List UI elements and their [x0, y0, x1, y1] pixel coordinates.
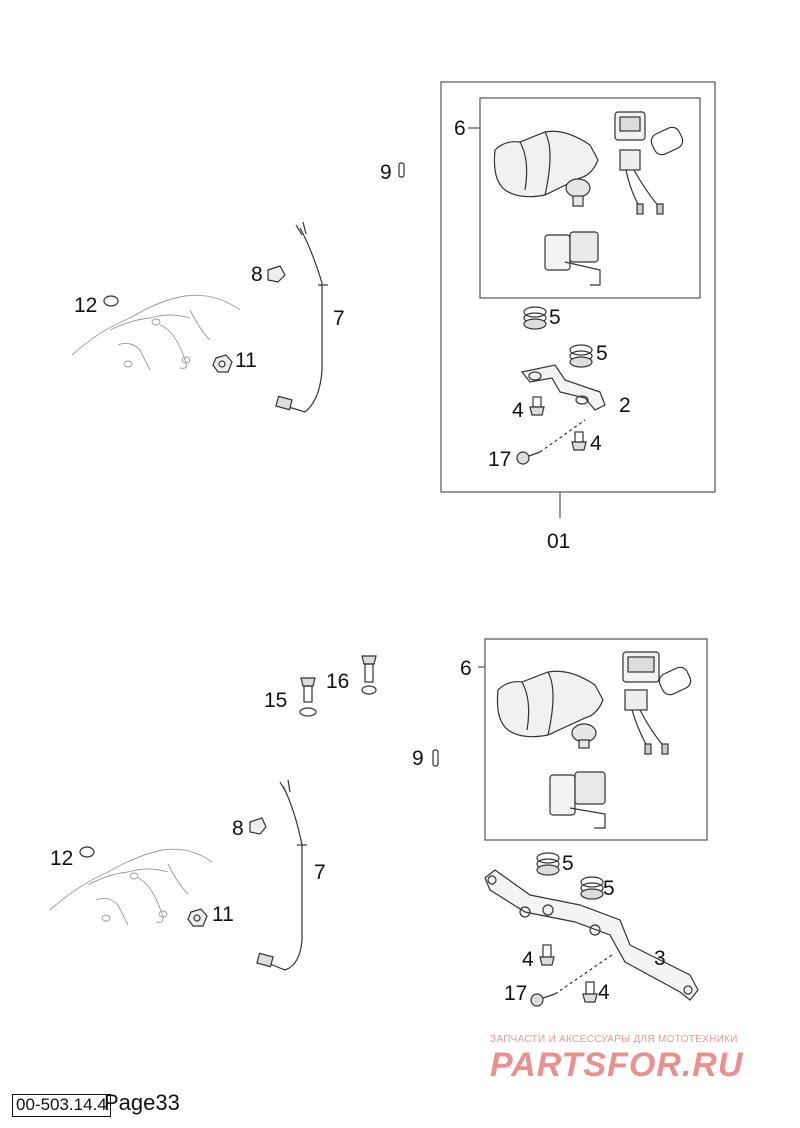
frame-outline-top — [71, 294, 241, 371]
label-part-5: 5 — [603, 877, 615, 900]
label-part-4: 4 — [512, 399, 524, 422]
label-part-5: 5 — [596, 342, 608, 365]
label-part-5: 5 — [549, 306, 561, 329]
label-part-12: 12 — [74, 294, 98, 317]
bracket-2 — [520, 364, 606, 411]
nut-11-bottom — [187, 908, 208, 927]
label-part-5: 5 — [562, 852, 574, 875]
label-part-6: 6 — [460, 657, 472, 680]
grommet-5-d — [580, 876, 604, 900]
label-part-12: 12 — [50, 847, 74, 870]
switch-housing-6-bottom — [496, 670, 604, 749]
label-part-3: 3 — [654, 947, 666, 970]
part-6-box — [479, 97, 701, 299]
page-number: Page33 — [104, 1090, 180, 1115]
watermark-brand: PARTSFOR.RU — [490, 1046, 744, 1084]
bracket-3 — [484, 869, 699, 1001]
bolt-4-d — [582, 981, 598, 1003]
bolt-16 — [361, 655, 377, 695]
switch-module — [544, 231, 601, 286]
switch-module-bottom — [549, 771, 606, 829]
cable-7-bottom — [256, 779, 307, 971]
label-part-17: 17 — [504, 982, 528, 1005]
bolt-4-c — [539, 944, 555, 966]
display-unit — [614, 111, 684, 215]
nut-11 — [212, 354, 233, 373]
label-part-8: 8 — [232, 817, 244, 840]
pin-9-bottom — [432, 749, 439, 767]
bolt-4-a — [529, 396, 545, 416]
kit-box-01 — [440, 81, 716, 493]
label-part-15: 15 — [264, 689, 288, 712]
display-unit-bottom — [622, 651, 692, 755]
label-part-16: 16 — [326, 670, 350, 693]
screw-17-bottom — [530, 954, 613, 1007]
bolt-15 — [299, 677, 317, 717]
ring-12-bottom — [79, 846, 95, 858]
label-part-7: 7 — [333, 307, 345, 330]
label-part-6: 6 — [454, 117, 466, 140]
label-part-9: 9 — [380, 161, 392, 184]
label-part-7: 7 — [314, 861, 326, 884]
bolt-4-b — [571, 431, 587, 451]
label-part-2: 2 — [619, 394, 631, 417]
part-6-box-bottom — [484, 638, 708, 841]
label-kit-01: 01 — [547, 530, 571, 553]
diagram-code: 00-503.14.4 — [12, 1094, 111, 1117]
label-part-9: 9 — [412, 747, 424, 770]
frame-outline-bottom — [49, 848, 213, 926]
label-part-17: 17 — [488, 448, 512, 471]
label-part-11: 11 — [212, 903, 234, 926]
label-part-8: 8 — [251, 263, 263, 286]
cable-7 — [275, 221, 328, 413]
grommet-5-b — [569, 344, 593, 368]
ring-12 — [103, 295, 119, 307]
grommet-5-a — [523, 306, 547, 330]
clip-8 — [267, 265, 286, 283]
switch-housing-6 — [493, 130, 599, 207]
grommet-5-c — [536, 852, 560, 876]
label-part-4: 4 — [590, 432, 602, 455]
label-part-11: 11 — [235, 349, 257, 372]
label-part-4: 4 — [522, 948, 534, 971]
watermark-tagline: ЗАПЧАСТИ И АКСЕССУАРЫ ДЛЯ МОТОТЕХНИКИ — [490, 1034, 738, 1045]
screw-17 — [516, 419, 586, 465]
pin-9 — [398, 162, 405, 178]
label-part-4: 4 — [598, 981, 610, 1004]
clip-8-bottom — [249, 817, 267, 835]
